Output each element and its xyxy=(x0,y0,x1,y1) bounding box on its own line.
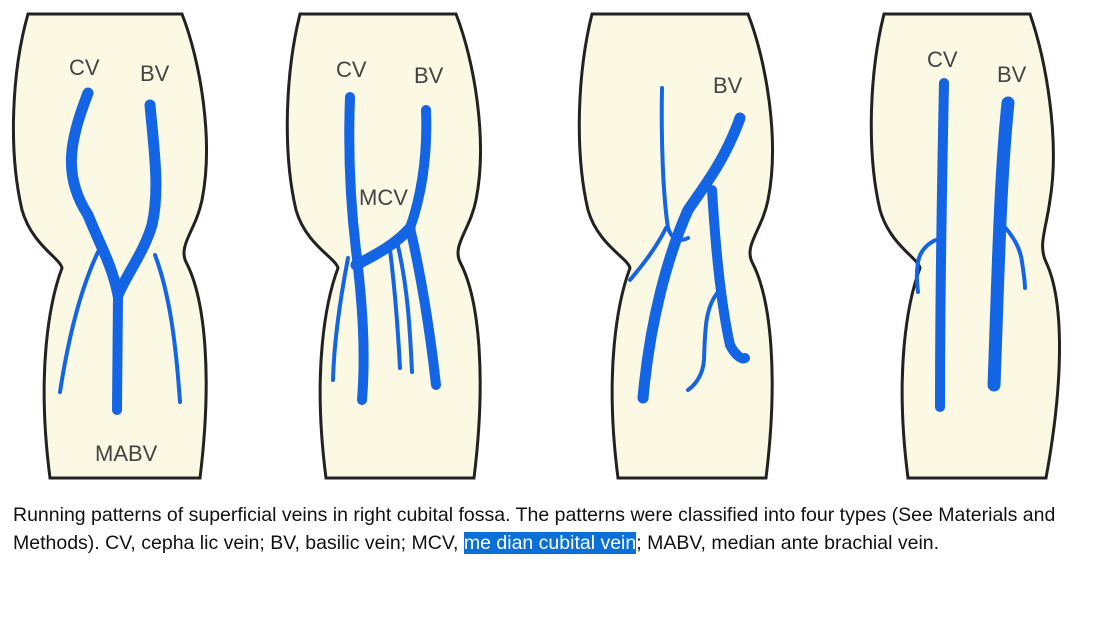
label-bv: BV xyxy=(414,63,444,88)
thin-vein-left xyxy=(331,256,350,382)
thin-branch-right xyxy=(998,220,1027,290)
panel-3: BV xyxy=(577,12,774,480)
label-mabv: MABV xyxy=(95,441,158,466)
thin-branch-left xyxy=(914,236,945,294)
basilic-vein xyxy=(987,96,1015,392)
median-antebrachial-vein xyxy=(112,290,123,415)
thin-vein-left xyxy=(58,250,100,394)
thin-vein-mid xyxy=(388,248,402,370)
caption-text: Running patterns of superficial veins in… xyxy=(13,504,1056,554)
arm-outline xyxy=(11,12,208,480)
label-cv: CV xyxy=(336,57,367,82)
label-bv: BV xyxy=(140,61,170,86)
thin-branch-lower xyxy=(686,288,722,392)
arm-outline xyxy=(869,12,1061,480)
median-cubital-vein xyxy=(350,222,416,271)
thin-vein-right xyxy=(396,244,414,374)
panel-1: CV BV MABV xyxy=(11,12,208,480)
figure-caption: Running patterns of superficial veins in… xyxy=(13,502,1063,557)
basilic-vein xyxy=(637,112,746,404)
basilic-vein xyxy=(112,99,162,301)
label-cv: CV xyxy=(927,47,958,72)
thin-vein-right xyxy=(153,253,182,404)
label-mcv: MCV xyxy=(359,185,408,210)
caption-text-end: ; MABV, median ante brachial vein. xyxy=(636,531,940,554)
selected-text[interactable]: me dian cubital vein xyxy=(463,531,637,554)
label-cv: CV xyxy=(69,55,100,80)
cephalic-vein xyxy=(65,87,124,301)
panel-2: CV BV MCV xyxy=(285,12,482,480)
basilic-vein-lower xyxy=(707,185,750,364)
cephalic-vein xyxy=(935,78,949,412)
label-bv: BV xyxy=(997,62,1027,87)
label-bv: BV xyxy=(713,73,743,98)
cephalic-thin-vein xyxy=(659,86,690,242)
panel-4: CV BV xyxy=(869,12,1061,480)
vein-pattern-figure: CV BV MABV CV BV MCV BV CV BV xyxy=(11,12,1061,480)
thin-branch-left xyxy=(628,226,668,282)
cephalic-vein xyxy=(344,92,369,405)
